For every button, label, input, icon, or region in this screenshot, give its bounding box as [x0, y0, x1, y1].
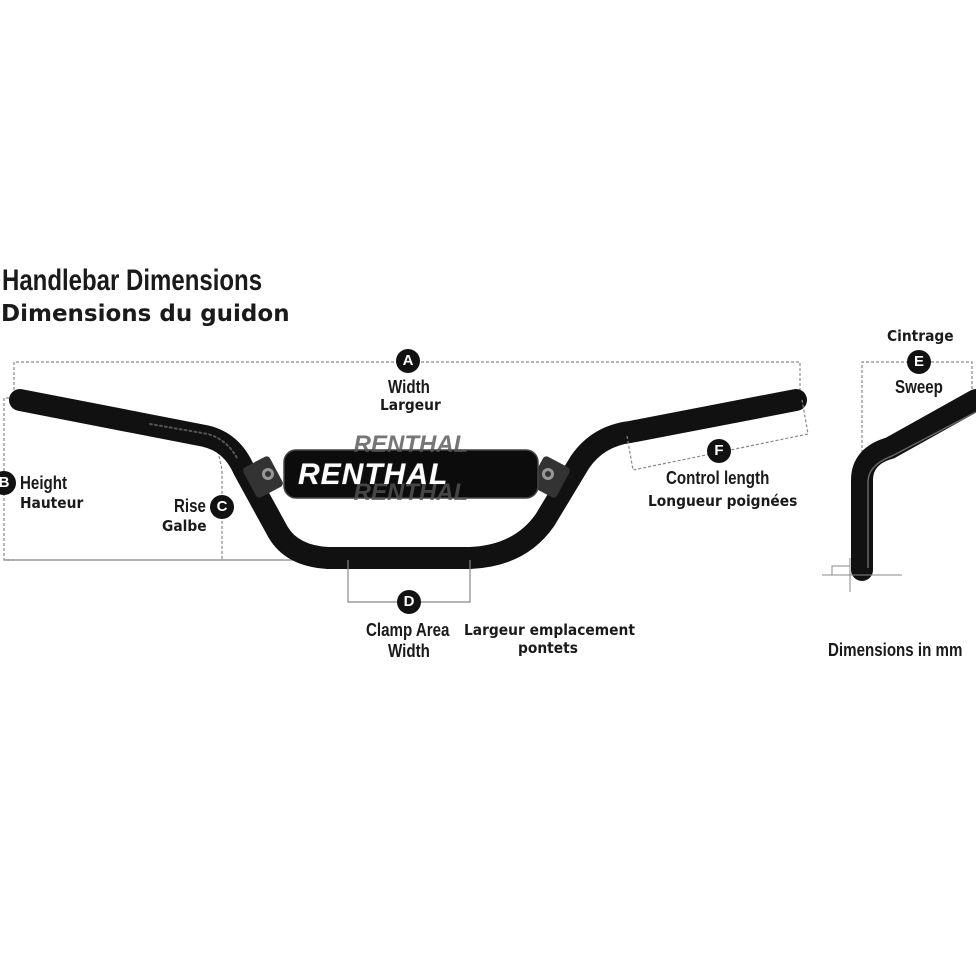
rise-label-en: Rise — [174, 496, 206, 516]
sweep-label-fr: Cintrage — [887, 327, 954, 345]
clamp-area-label-fr-1: Largeur emplacement — [464, 621, 635, 639]
page-title: Handlebar Dimensions — [2, 264, 263, 297]
clamp-area-label-en-2: Width — [388, 641, 430, 661]
badge-d: D — [397, 590, 421, 614]
width-label-fr: Largeur — [380, 396, 441, 414]
control-length-dimension-line — [626, 399, 809, 471]
badge-e: E — [907, 350, 931, 374]
svg-text:RENTHAL: RENTHAL — [354, 479, 469, 506]
badge-b: B — [0, 471, 16, 495]
units-note: Dimensions in mm — [828, 640, 963, 660]
sweep-label-en: Sweep — [895, 377, 943, 397]
left-clamp — [243, 456, 283, 498]
badge-c: C — [210, 495, 234, 519]
brand-logo: RENTHAL — [298, 458, 449, 491]
width-label-en: Width — [388, 377, 430, 397]
badge-f: F — [707, 439, 731, 463]
right-clamp — [530, 456, 570, 498]
rise-label-fr: Galbe — [162, 517, 207, 535]
crossbar-pad: RENTHAL RENTHAL — [283, 431, 539, 506]
clamp-area-label-fr-2: pontets — [518, 639, 578, 657]
control-length-label-en: Control length — [666, 468, 770, 488]
control-length-label-fr: Longueur poignées — [648, 492, 798, 510]
page-subtitle: Dimensions du guidon — [1, 301, 290, 327]
handlebar-tube — [9, 389, 807, 569]
height-label-en: Height — [20, 473, 68, 493]
height-label-fr: Hauteur — [20, 494, 84, 512]
badge-a: A — [396, 349, 420, 373]
clamp-area-label-en-1: Clamp Area — [366, 620, 450, 640]
svg-text:RENTHAL: RENTHAL — [354, 431, 469, 458]
